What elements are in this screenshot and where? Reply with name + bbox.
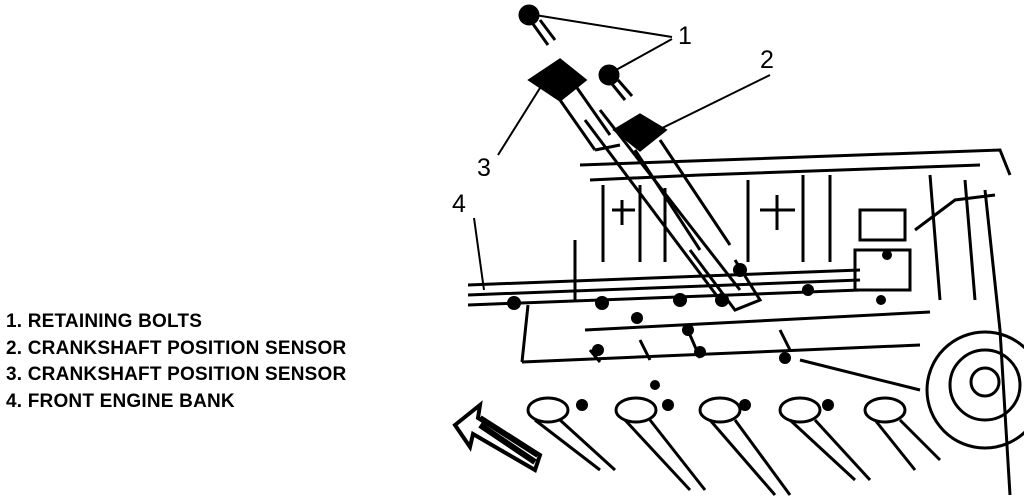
crankshaft-pulley	[925, 330, 1024, 450]
front-engine-bank	[467, 240, 931, 392]
callout-leaders	[473, 14, 771, 291]
legend-item-retaining-bolts: 1. RETAINING BOLTS	[6, 311, 203, 332]
callout-3: 3	[477, 154, 491, 182]
callout-2: 2	[760, 46, 774, 74]
legend-item-crankshaft-position-sensor-2: 2. CRANKSHAFT POSITION SENSOR	[6, 337, 347, 359]
crankshaft-position-sensor-upper	[527, 58, 742, 301]
legend-item-front-engine-bank: 4. FRONT ENGINE BANK	[6, 390, 235, 412]
direction-arrow	[452, 400, 543, 473]
callout-1: 1	[678, 22, 692, 50]
crankshaft-position-sensor-lower	[612, 113, 763, 312]
connecting-rods	[526, 396, 942, 496]
callout-4: 4	[452, 190, 466, 218]
legend: 1. RETAINING BOLTS 2. CRANKSHAFT POSITIO…	[6, 309, 346, 415]
retaining-bolts	[518, 4, 634, 101]
crank-dots	[576, 399, 834, 411]
legend-item-crankshaft-position-sensor-3: 3. CRANKSHAFT POSITION SENSOR	[6, 364, 347, 385]
